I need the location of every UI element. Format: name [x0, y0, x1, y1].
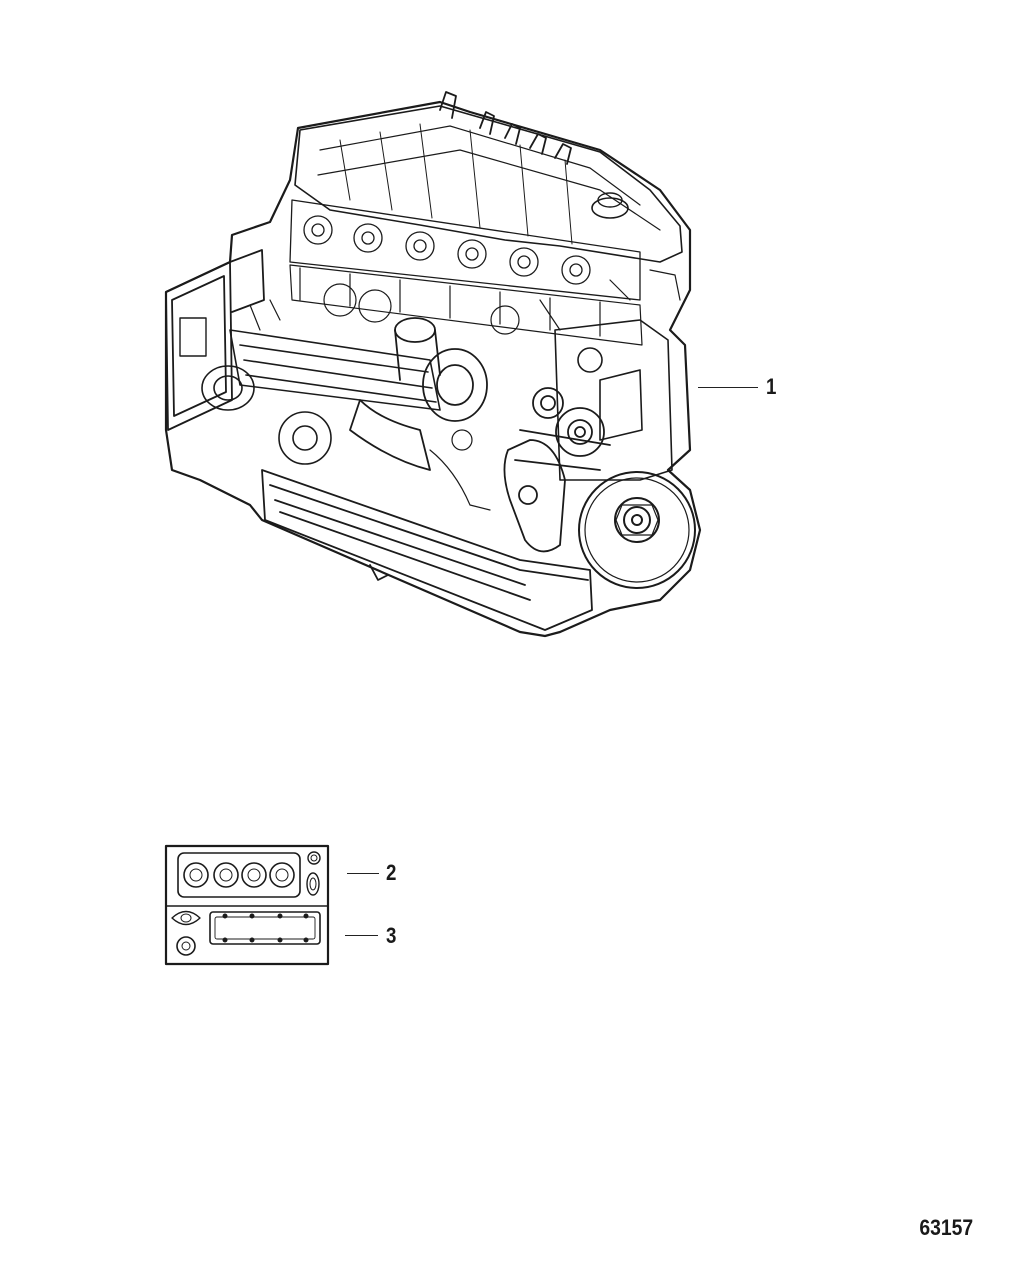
figure-number: 63157 — [919, 1215, 973, 1240]
callout-number-3: 3 — [386, 923, 397, 948]
callout-leader-1 — [698, 387, 758, 388]
callout-leader-3 — [345, 935, 378, 936]
callout-number-2: 2 — [386, 860, 397, 885]
callout-leader-2 — [347, 873, 379, 874]
callout-number-1: 1 — [766, 374, 777, 399]
